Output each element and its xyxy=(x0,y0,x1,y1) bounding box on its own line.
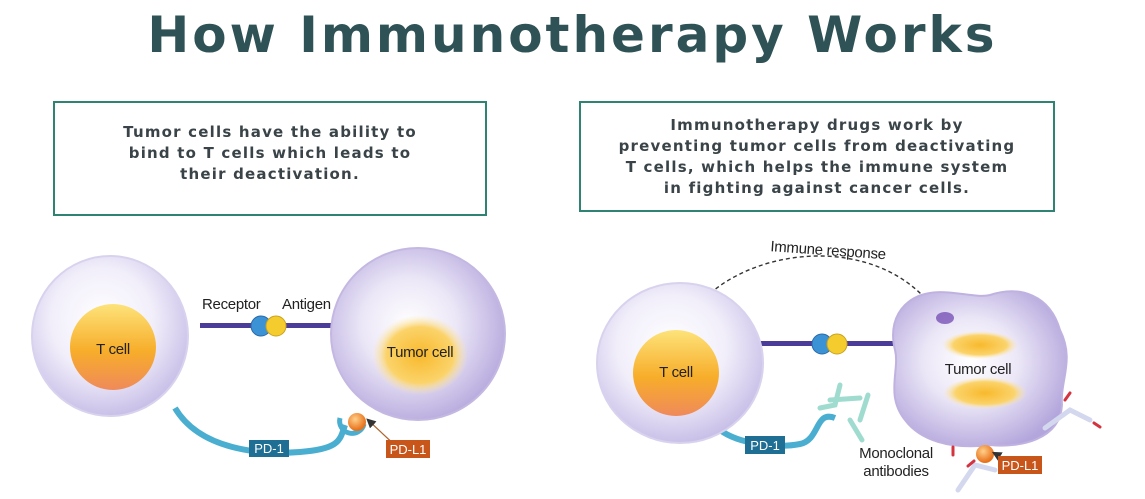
pdl1-label: PD-L1 xyxy=(1002,458,1039,473)
t-cell-label: T cell xyxy=(96,341,130,358)
description-box-right: Immunotherapy drugs work by preventing t… xyxy=(579,101,1055,212)
immune-response-arrow xyxy=(704,255,937,313)
right-diagram: Immune response T cell Tumor cell xyxy=(596,238,1102,493)
pd1-tag xyxy=(249,440,289,457)
pdl1-molecule-icon xyxy=(348,413,366,431)
pdl1-tag xyxy=(998,456,1042,474)
antigen-molecule-icon xyxy=(826,333,848,355)
description-line: preventing tumor cells from deactivating xyxy=(618,136,1016,155)
description-line: in fighting against cancer cells. xyxy=(663,178,971,197)
immune-response-label: Immune response xyxy=(770,238,886,263)
antigen-molecule-icon xyxy=(265,315,287,337)
pd1-label: PD-1 xyxy=(750,438,780,453)
t-cell-nucleus xyxy=(70,304,156,390)
description-line: Immunotherapy drugs work by xyxy=(670,115,964,134)
monoclonal-label-line2: antibodies xyxy=(863,463,928,480)
monoclonal-label-line1: Monoclonal xyxy=(859,445,933,462)
pdl1-tag xyxy=(386,440,430,458)
description-line: bind to T cells which leads to xyxy=(128,144,412,162)
description-box-left: Tumor cells have the ability to bind to … xyxy=(53,101,487,216)
receptor-label: Receptor xyxy=(202,296,261,313)
pdl1-label: PD-L1 xyxy=(390,442,427,457)
description-line: T cells, which helps the immune system xyxy=(625,157,1009,176)
description-line: their deactivation. xyxy=(180,165,360,183)
monoclonal-antibody-icon xyxy=(955,407,1093,493)
description-line: Tumor cells have the ability to xyxy=(123,123,417,141)
tumor-cell-nucleus xyxy=(372,315,468,395)
tumor-cell-membrane xyxy=(892,290,1068,448)
tumor-cell-label: Tumor cell xyxy=(387,344,453,361)
left-diagram: T cell Tumor cell Receptor Antigen PD-1 … xyxy=(31,247,506,458)
pd1-label: PD-1 xyxy=(254,441,284,456)
page-title: How Immunotherapy Works xyxy=(147,6,998,64)
monoclonal-antibody-icon xyxy=(817,382,871,443)
pd1-strand xyxy=(718,413,837,449)
pd1-tag xyxy=(745,436,785,454)
immune-attack-spot xyxy=(936,312,954,324)
tumor-cell-label: Tumor cell xyxy=(945,361,1011,378)
t-cell-nucleus xyxy=(633,330,719,416)
t-cell-label: T cell xyxy=(659,364,693,381)
pd1-strand xyxy=(172,406,348,456)
antigen-label: Antigen xyxy=(282,296,331,313)
pdl1-molecule-icon xyxy=(976,445,994,463)
